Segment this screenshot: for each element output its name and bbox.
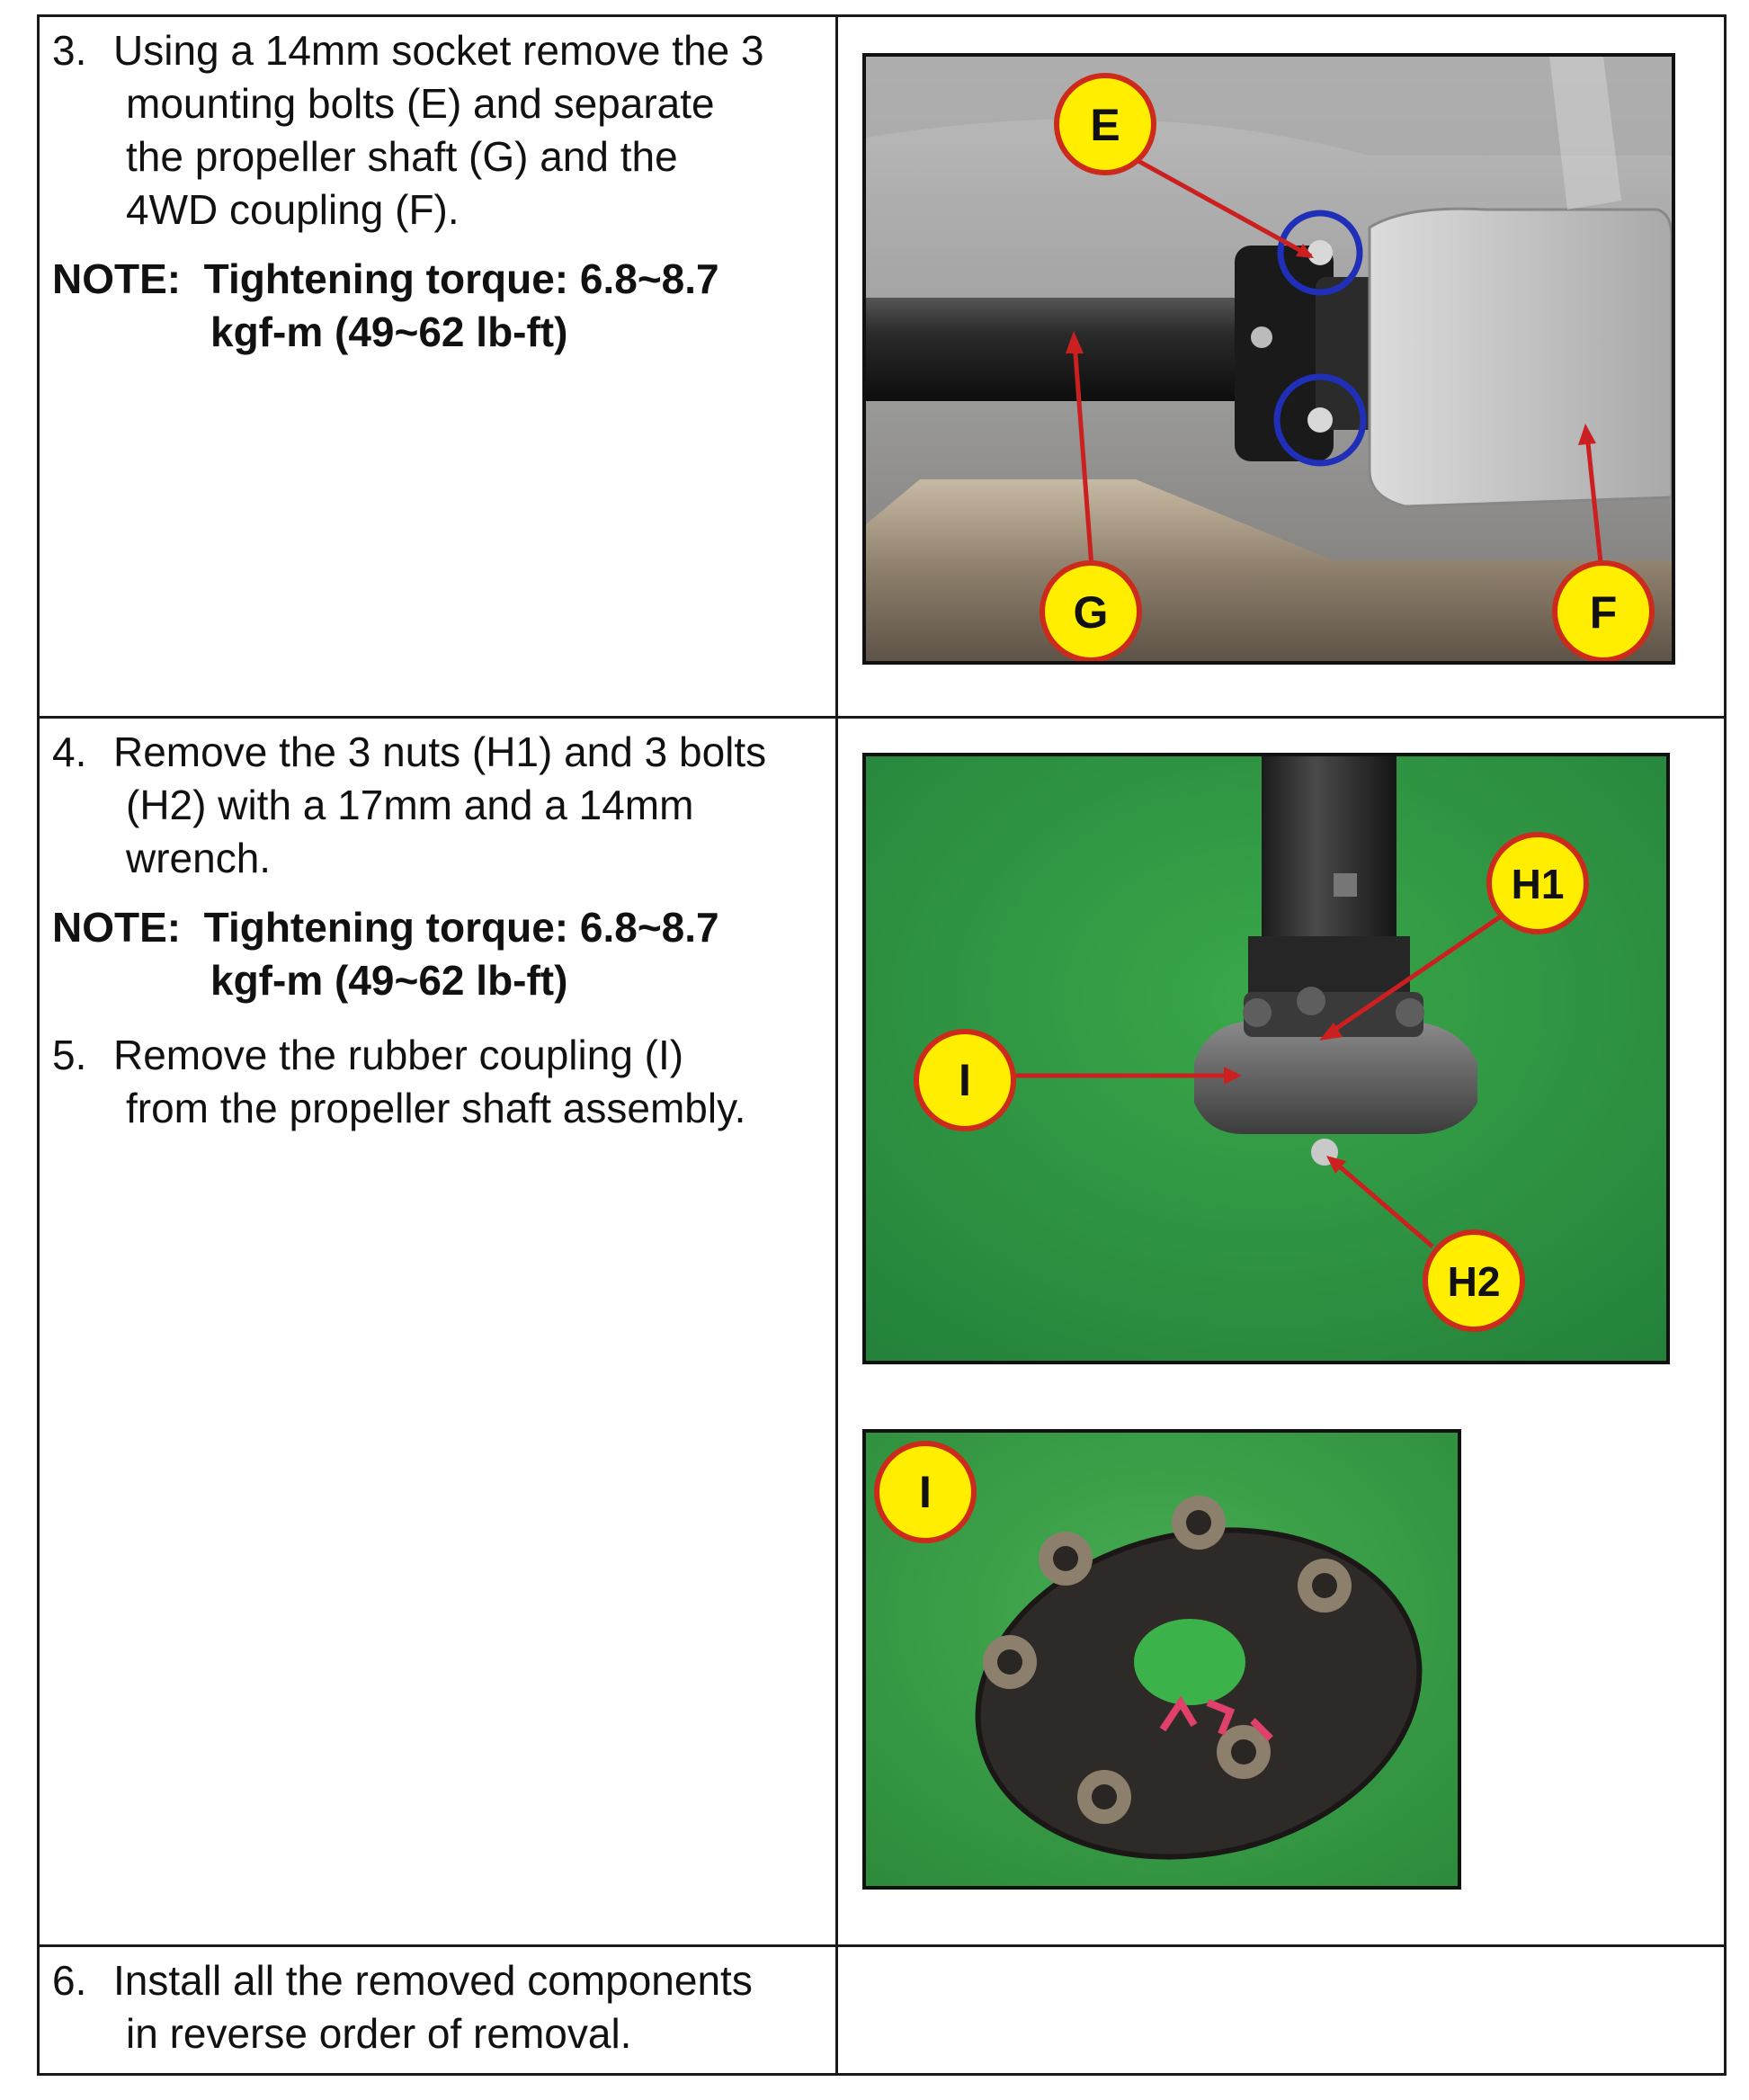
step-line: 4WD coupling (F). [126,186,460,233]
center-hole [1134,1619,1245,1705]
bushing [1077,1770,1131,1824]
arrowhead [1224,1067,1242,1085]
mounting-bolt [1307,240,1333,265]
step-4-note: NOTE: Tightening torque: 6.8~8.7 kgf-m (… [40,885,835,1007]
step-6-instruction: 6. Install all the removed components in … [40,1947,835,2060]
floor-panel [866,57,1672,156]
shaft-yoke [1248,936,1410,999]
arrowhead [1319,1023,1343,1041]
balance-weight [1334,873,1357,897]
arrowhead [1066,331,1084,353]
step-6-image-cell [835,1944,1727,2076]
callout-h1: H1 [1486,832,1589,934]
step-line: Remove the rubber coupling (I) [113,1032,684,1078]
callout-label: H1 [1512,861,1565,907]
step-3-text-cell: 3. Using a 14mm socket remove the 3 mount… [37,14,838,719]
arrowhead [1578,424,1596,445]
step-line: Remove the 3 nuts (H1) and 3 bolts [113,728,767,775]
step-number: 5. [52,1032,87,1078]
step-line: from the propeller shaft assembly. [126,1085,746,1131]
step-line: Using a 14mm socket remove the 3 [113,27,764,74]
flange-plate [1244,992,1423,1037]
note-line: kgf-m (49~62 lb-ft) [210,308,568,355]
callout-label: I [959,1055,971,1105]
note-label: NOTE: [52,904,182,951]
step-3-image-cell: E G F [835,14,1727,719]
callout-i: I [874,1441,977,1543]
arrow-h1 [1327,902,1520,1036]
note-line: Tightening torque: 6.8~8.7 [203,255,719,302]
step-4-5-text-cell: 4. Remove the 3 nuts (H1) and 3 bolts (H2… [37,716,838,1947]
step-number: 6. [52,1957,87,2004]
step-line: the propeller shaft (G) and the [126,133,678,180]
arrow-e [1127,153,1313,259]
nut [1243,998,1272,1027]
nut [1297,987,1325,1015]
rubber-coupling-illustration: I [866,1433,1458,1886]
callout-i: I [914,1029,1016,1131]
step-line: (H2) with a 17mm and a 14mm [126,782,694,828]
callout-label: F [1590,587,1618,638]
note-line: kgf-m (49~62 lb-ft) [210,957,568,1004]
bolt-highlight-circle [1273,373,1367,467]
flange-hub [1316,277,1379,430]
bracket [1549,57,1621,210]
callout-f: F [1552,560,1655,661]
arrow-h2 [1334,1161,1434,1248]
mounting-bolt [1307,407,1333,433]
callout-g: G [1040,560,1142,661]
rubber-coupling-mounted [1194,1022,1477,1134]
arrowhead [1296,244,1314,258]
propeller-shaft-photo: E G F [862,53,1675,665]
step-6-text-cell: 6. Install all the removed components in … [37,1944,838,2076]
step-4-5-image-cell: H1 I H2 [835,716,1727,1947]
step-number: 4. [52,728,87,775]
step-line: Install all the removed components [113,1957,753,2004]
table-row: 4. Remove the 3 nuts (H1) and 3 bolts (H2… [37,716,1727,1947]
bushing [983,1635,1037,1689]
callout-label: E [1090,100,1120,150]
shaft-coupling-illustration: H1 I H2 [866,756,1666,1361]
callout-label: I [919,1467,932,1517]
callout-e: E [1054,73,1156,175]
4wd-coupling [1368,207,1672,508]
bushing [1217,1725,1271,1779]
bushing [1039,1532,1093,1586]
procedure-table: 3. Using a 14mm socket remove the 3 mount… [37,14,1727,2076]
mounting-bolt [1251,326,1272,348]
bushing [1172,1496,1226,1550]
nut [1396,998,1424,1027]
step-line: mounting bolts (E) and separate [126,80,715,127]
callout-h2: H2 [1423,1229,1525,1332]
step-4-instruction: 4. Remove the 3 nuts (H1) and 3 bolts (H2… [40,719,835,885]
note-label: NOTE: [52,255,182,302]
shaft-coupling-photo: H1 I H2 [862,753,1670,1364]
flange-coupling [1235,246,1334,461]
rubber-coupling-photo: I [862,1429,1461,1890]
propeller-shaft-illustration: E G F [866,57,1672,661]
step-5-instruction: 5. Remove the rubber coupling (I) from th… [40,1007,835,1135]
arrowhead [1326,1156,1346,1174]
disc-edge [975,1527,1423,1860]
callout-label: H2 [1448,1258,1501,1305]
table-row: 6. Install all the removed components in … [37,1944,1727,2076]
step-3-note: NOTE: Tightening torque: 6.8~8.7 kgf-m (… [40,237,835,359]
table-row: 3. Using a 14mm socket remove the 3 mount… [37,14,1727,719]
bolt-highlight-circle [1277,210,1363,296]
step-number: 3. [52,27,87,74]
callout-label: G [1074,587,1109,638]
step-3-instruction: 3. Using a 14mm socket remove the 3 mount… [40,17,835,237]
step-line: wrench. [126,835,272,881]
step-line: in reverse order of removal. [126,2010,632,2057]
paint-marking [1159,1695,1273,1741]
bushing [1298,1559,1352,1613]
note-line: Tightening torque: 6.8~8.7 [203,904,719,951]
